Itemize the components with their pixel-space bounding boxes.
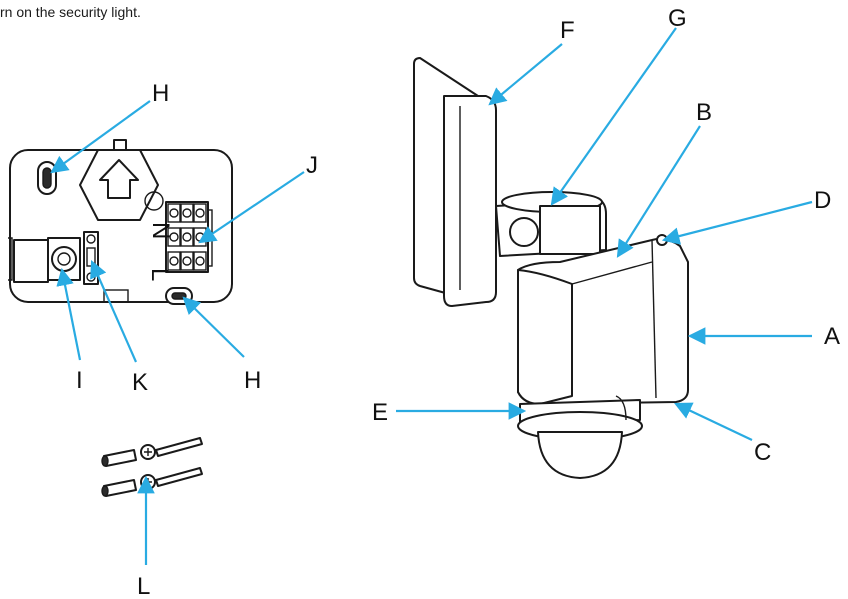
instruction-caption: rn on the security light.	[0, 4, 141, 20]
arrow-d	[661, 200, 813, 245]
arrow-c	[674, 402, 753, 441]
callout-arrows	[50, 27, 813, 565]
label-c: C	[754, 439, 771, 466]
arrow-b	[616, 125, 701, 258]
label-d: D	[814, 187, 831, 214]
label-e: E	[372, 399, 388, 426]
arrow-k	[90, 259, 138, 363]
wall-plugs-and-screws	[101, 437, 203, 497]
label-j: J	[306, 152, 318, 179]
label-k: K	[132, 369, 148, 396]
arrow-j	[198, 171, 305, 244]
label-b: B	[696, 99, 712, 126]
label-g: G	[668, 5, 687, 32]
label-l: L	[137, 573, 150, 599]
arrow-i	[56, 267, 82, 361]
arrow-f	[488, 43, 563, 106]
arrow-h-bottom	[182, 296, 245, 358]
label-i: I	[76, 367, 83, 394]
terminal-letter-n: N	[147, 222, 174, 239]
label-h-bottom: H	[244, 367, 261, 394]
label-f: F	[560, 17, 575, 44]
security-light	[413, 57, 689, 479]
mounting-bracket: N L	[8, 139, 233, 305]
part-labels: H J I K H L F G B D A C E	[76, 5, 840, 599]
label-h-top: H	[152, 80, 169, 107]
label-a: A	[824, 323, 840, 350]
terminal-letter-l: L	[146, 268, 173, 281]
arrow-h-top	[50, 100, 151, 174]
arrow-g	[550, 27, 677, 206]
